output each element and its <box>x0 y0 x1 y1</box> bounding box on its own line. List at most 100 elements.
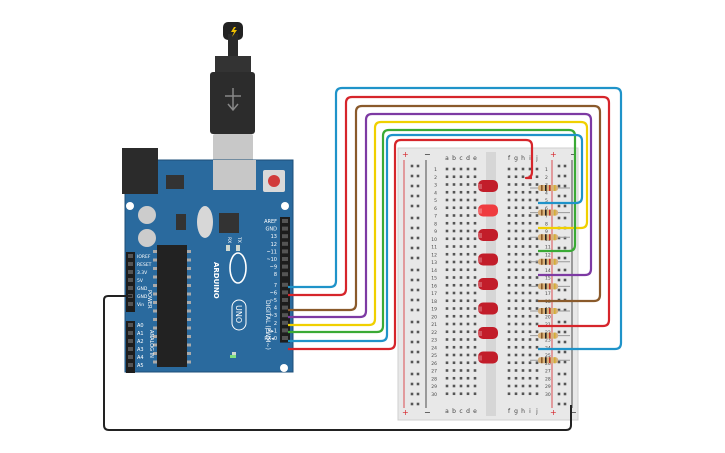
hole <box>514 183 518 186</box>
led-3[interactable] <box>478 229 498 241</box>
rail-hole <box>563 360 567 364</box>
resistor-6[interactable] <box>538 308 558 314</box>
hole <box>473 229 477 233</box>
led-6[interactable] <box>478 302 498 315</box>
digital-pin-8[interactable] <box>282 282 288 287</box>
rail-hole <box>416 392 420 396</box>
resistor-8[interactable] <box>538 357 558 364</box>
digital-pin-label-10: ~5 <box>270 298 277 304</box>
hole <box>473 322 477 326</box>
digital-pin-13[interactable] <box>282 320 288 325</box>
hole <box>528 369 532 372</box>
power-pin-3[interactable] <box>128 278 133 282</box>
digital-pin-15[interactable] <box>282 336 288 340</box>
led-2[interactable] <box>478 204 498 217</box>
resistor-band <box>545 209 547 216</box>
hole <box>528 392 532 396</box>
hole <box>466 353 470 357</box>
led-4[interactable] <box>478 253 498 266</box>
rail-hole <box>563 278 567 282</box>
hole <box>514 369 518 372</box>
row-label-left-22: 23 <box>431 338 437 344</box>
hole <box>507 376 511 380</box>
digital-pin-2[interactable] <box>282 234 288 239</box>
analog-pin-1[interactable] <box>128 331 133 335</box>
analog-title: ANALOG IN <box>148 330 154 358</box>
wire-1[interactable] <box>288 86 623 351</box>
row-label-left-11: 12 <box>431 252 437 258</box>
analog-pin-3[interactable] <box>128 347 133 351</box>
power-pin-0[interactable] <box>128 254 133 258</box>
hole <box>445 260 449 264</box>
wire-2[interactable] <box>288 95 611 328</box>
wire-6[interactable] <box>288 128 577 334</box>
led-5[interactable] <box>478 278 498 290</box>
wire-8[interactable] <box>288 138 534 351</box>
row-label-right-16: 17 <box>545 291 551 297</box>
hole <box>528 314 532 318</box>
analog-pin-0[interactable] <box>128 323 133 327</box>
power-pin-1[interactable] <box>128 262 133 266</box>
smd-chip <box>176 214 186 230</box>
led-8[interactable] <box>478 351 498 364</box>
digital-pin-label-12: ~3 <box>270 313 277 319</box>
led-shine <box>478 355 482 361</box>
col-label-bottom-5: f <box>508 408 511 415</box>
wire-5[interactable] <box>288 120 589 327</box>
resistor-1[interactable] <box>538 185 558 191</box>
power-pin-6[interactable] <box>128 302 133 306</box>
board-led-0 <box>226 245 230 251</box>
digital-pin-1[interactable] <box>282 226 288 231</box>
resistor-2[interactable] <box>538 209 558 216</box>
hole <box>459 190 463 194</box>
led-7[interactable] <box>478 327 498 339</box>
digital-pin-11[interactable] <box>282 305 288 310</box>
resistor-3[interactable] <box>538 234 558 241</box>
digital-pin-6[interactable] <box>282 264 288 269</box>
digital-pin-14[interactable] <box>282 328 288 333</box>
arduino-uno-board[interactable]: AREFGND1312~11~10~987~6~54~32TX▸1RX◂0DIG… <box>122 148 294 381</box>
wire-3[interactable] <box>288 104 602 312</box>
analog-pin-4[interactable] <box>128 355 133 359</box>
resistor-7[interactable] <box>538 332 558 339</box>
chip-pin <box>153 318 157 321</box>
crystal <box>197 206 213 238</box>
resistor-band <box>554 357 556 364</box>
digital-pin-5[interactable] <box>282 257 288 261</box>
resistor-5[interactable] <box>538 283 558 290</box>
reset-button[interactable] <box>268 175 280 187</box>
rx-led-label: RX <box>226 237 232 243</box>
power-pin-4[interactable] <box>128 286 133 290</box>
wire-group <box>103 86 623 431</box>
hole <box>459 167 463 171</box>
digital-pin-3[interactable] <box>282 241 288 246</box>
digital-pin-0[interactable] <box>282 219 288 223</box>
digital-pin-9[interactable] <box>282 290 288 295</box>
rail-sign-bottom-0: + <box>402 408 409 417</box>
hole <box>514 299 518 303</box>
analog-pin-5[interactable] <box>128 363 133 367</box>
digital-pin-7[interactable] <box>282 272 288 277</box>
hole <box>466 314 470 318</box>
analog-pin-2[interactable] <box>128 339 133 343</box>
ground-wire[interactable] <box>103 295 572 431</box>
digital-pin-4[interactable] <box>282 249 288 254</box>
hole <box>507 229 511 233</box>
rail-hole <box>410 256 414 260</box>
row-label-right-25: 26 <box>545 361 551 367</box>
hole <box>535 190 539 194</box>
power-pin-2[interactable] <box>128 270 133 274</box>
resistor-4[interactable] <box>538 258 558 265</box>
digital-pin-12[interactable] <box>282 313 288 318</box>
wire-4[interactable] <box>288 112 593 319</box>
wire-7[interactable] <box>288 133 584 343</box>
hole <box>535 245 539 248</box>
hole <box>521 369 525 372</box>
led-1[interactable] <box>478 180 498 192</box>
rail-hole <box>557 372 561 376</box>
digital-pin-10[interactable] <box>282 298 288 302</box>
chip-pin <box>187 275 191 279</box>
hole <box>507 167 511 171</box>
arduino-infinity-icon <box>229 252 247 284</box>
hole <box>452 322 456 326</box>
